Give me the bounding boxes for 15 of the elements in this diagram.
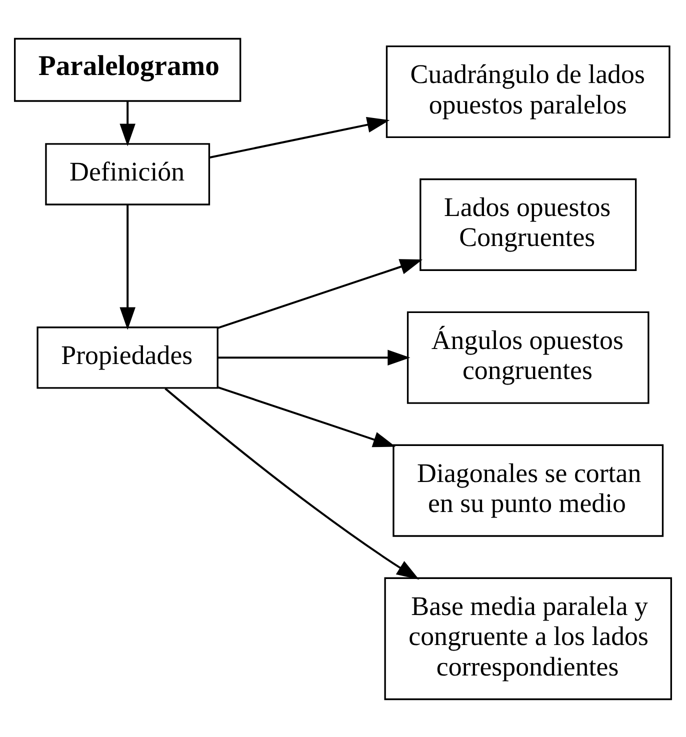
- node-box: Diagonales se cortan en su punto medio: [392, 444, 664, 536]
- node-box: Ángulos opuestos congruentes: [406, 310, 650, 404]
- arrow: [209, 116, 390, 158]
- arrow: [164, 387, 420, 580]
- arrow: [218, 258, 423, 328]
- node-box: Propiedades: [36, 326, 218, 388]
- node-box: Paralelogramo: [14, 37, 242, 102]
- arrow: [218, 386, 396, 447]
- node-box: Cuadrángulo de lados opuestos paralelos: [386, 44, 670, 138]
- arrow: [218, 349, 410, 366]
- node-box: Definición: [45, 142, 210, 205]
- node-box: Lados opuestos Congruentes: [420, 178, 637, 270]
- node-box: Base media paralela y congruente a los lados correspondientes: [384, 576, 672, 700]
- arrow: [120, 204, 136, 330]
- arrow: [120, 100, 136, 146]
